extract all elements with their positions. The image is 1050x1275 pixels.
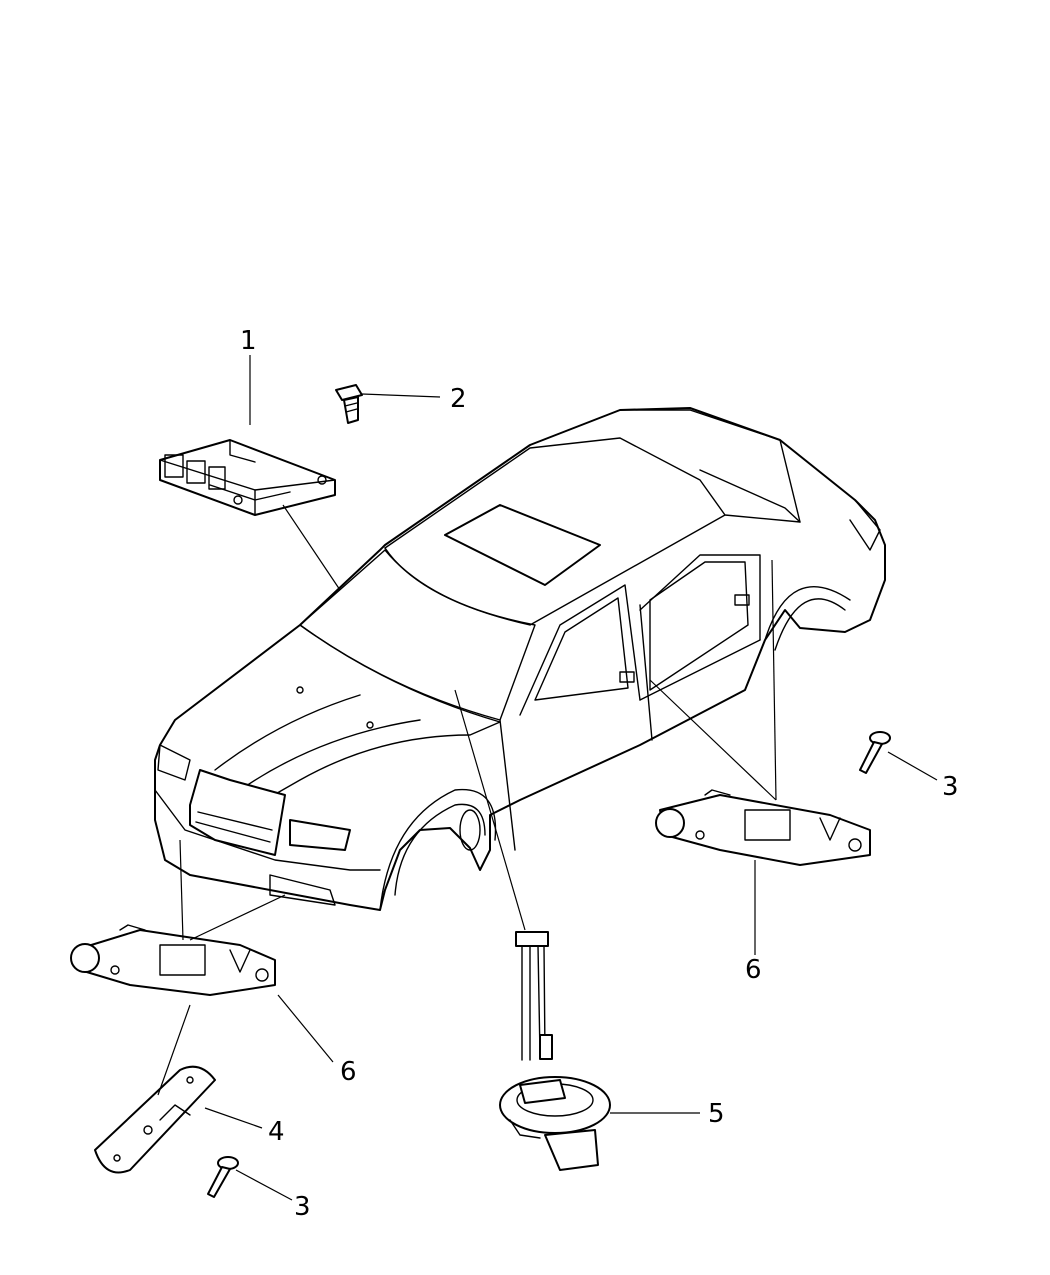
callout-5: 5: [708, 1099, 725, 1129]
impact-sensor-right: [655, 789, 871, 866]
callout-3-right: 3: [942, 772, 959, 802]
callout-6-right: 6: [745, 955, 762, 985]
module-mounting-bolt: [335, 384, 363, 424]
screw-right: [859, 731, 891, 774]
callout-1: 1: [240, 326, 257, 356]
sensor-bracket: [94, 1065, 216, 1174]
leader-lines: [157, 355, 938, 1201]
callout-4: 4: [268, 1117, 285, 1147]
callout-2: 2: [450, 384, 467, 414]
airbag-control-module: [159, 439, 336, 516]
vehicle-body: [154, 407, 886, 911]
callout-6-left: 6: [340, 1057, 357, 1087]
callout-3-left: 3: [294, 1192, 311, 1222]
screw-left: [207, 1156, 239, 1198]
impact-sensor-left: [70, 924, 276, 996]
clockspring: [499, 931, 611, 1171]
